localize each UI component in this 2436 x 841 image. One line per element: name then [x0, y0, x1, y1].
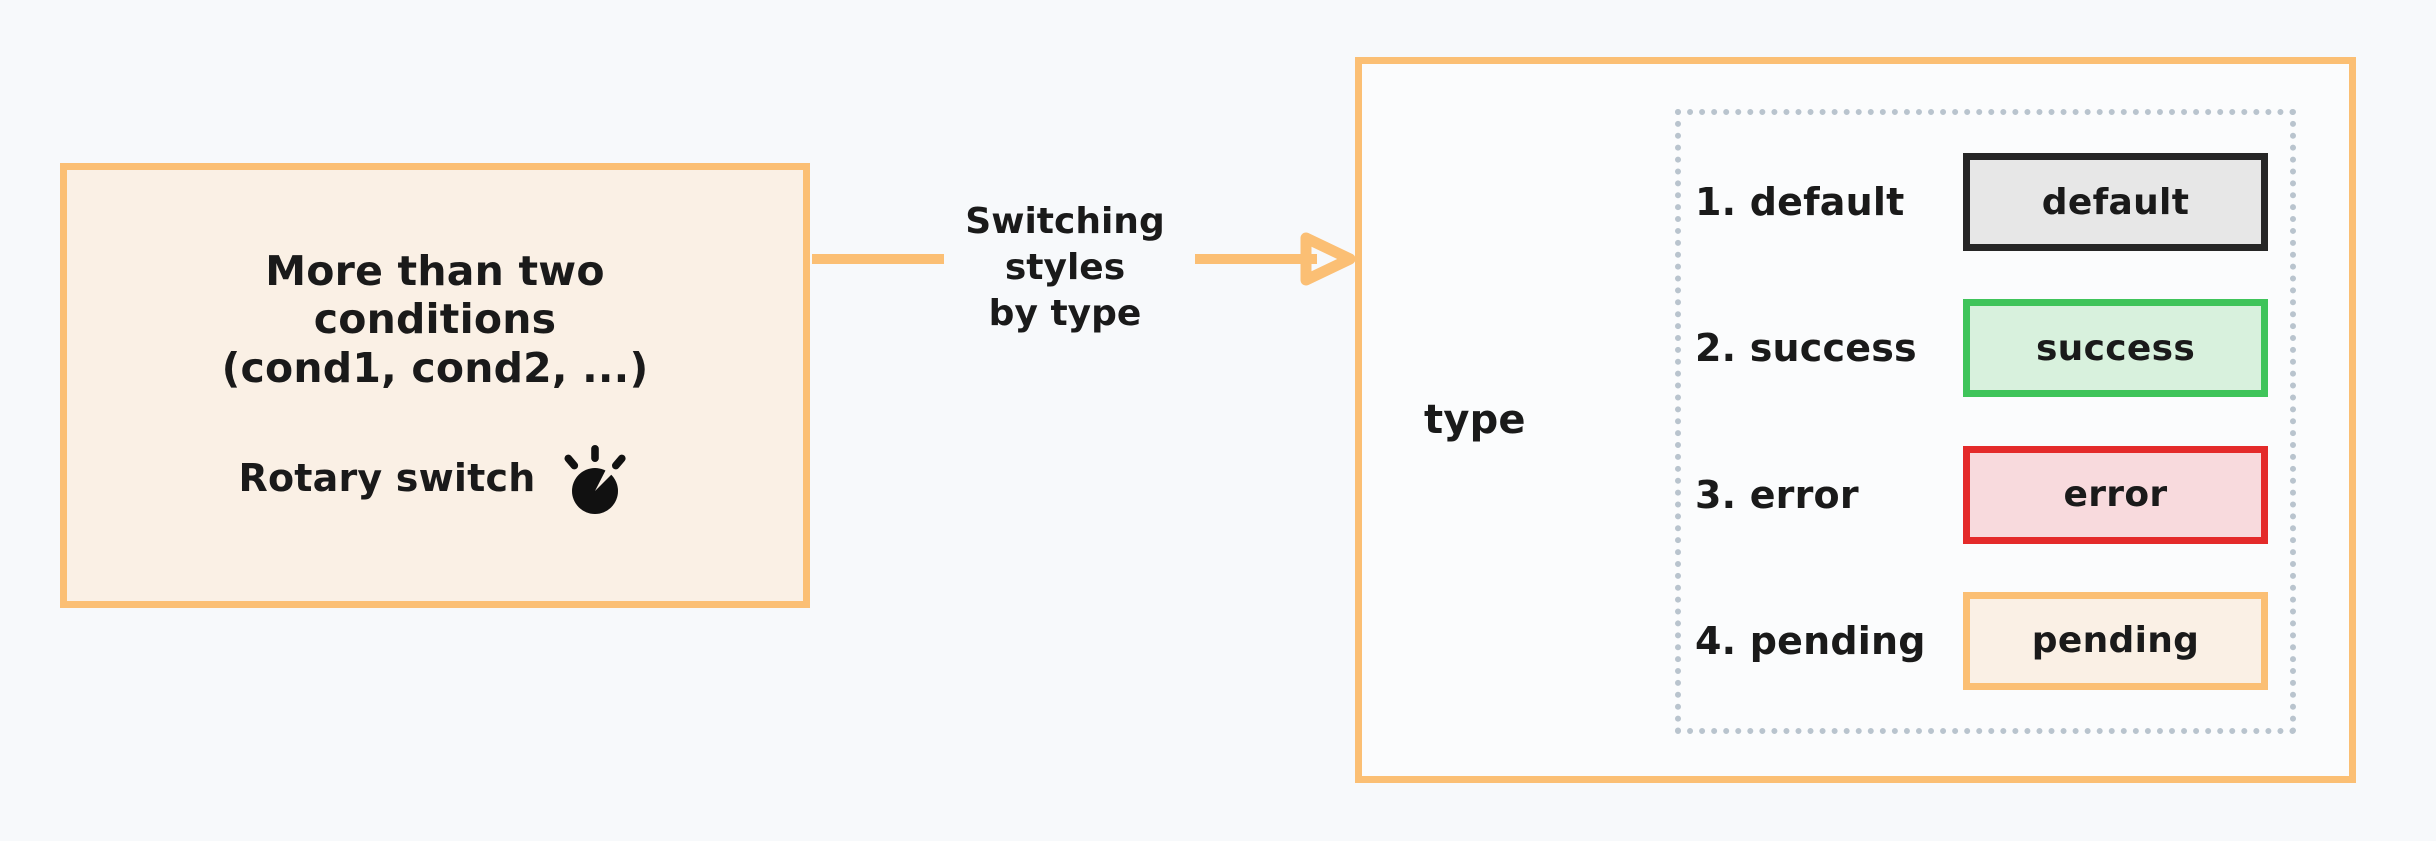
rotary-switch-label: Rotary switch — [238, 456, 536, 501]
source-title: More than two conditions (cond1, cond2, … — [221, 246, 649, 392]
variant-row-success: 2. success success — [1681, 275, 2290, 421]
target-node: type 1. default default 2. success succe… — [1355, 57, 2356, 783]
target-label: type — [1424, 397, 1526, 443]
badge-success[interactable]: success — [1963, 299, 2268, 398]
source-node: More than two conditions (cond1, cond2, … — [60, 163, 810, 608]
rotary-knob-icon — [563, 445, 626, 515]
variants-panel: 1. default default 2. success success 3.… — [1675, 109, 2296, 734]
variant-row-pending: 4. pending pending — [1681, 568, 2290, 714]
variant-name-default: 1. default — [1695, 180, 1905, 225]
variant-name-pending: 4. pending — [1695, 618, 1926, 663]
connector-label: Switching styles by type — [965, 201, 1165, 335]
variant-name-error: 3. error — [1695, 472, 1859, 517]
badge-pending[interactable]: pending — [1963, 591, 2268, 690]
variant-row-error: 3. error error — [1681, 422, 2290, 568]
variant-row-default: 1. default default — [1681, 129, 2290, 275]
badge-error[interactable]: error — [1963, 445, 2268, 544]
connector-line-left — [812, 254, 944, 264]
connector-line-right — [1195, 254, 1317, 264]
source-footer: Rotary switch — [238, 440, 631, 516]
connector-arrowhead-icon — [1300, 232, 1356, 286]
badge-default[interactable]: default — [1963, 153, 2268, 252]
variant-name-success: 2. success — [1695, 326, 1917, 371]
